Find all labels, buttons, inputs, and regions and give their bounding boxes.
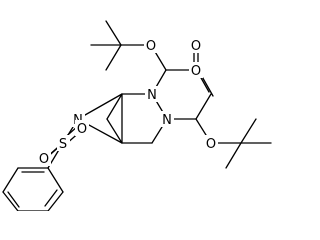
label-background [145, 86, 159, 102]
atom-label: O [146, 39, 156, 54]
atom-label-o-lower-ester: O [204, 135, 218, 152]
bond [2, 167, 19, 193]
bond [47, 167, 64, 193]
bond [7, 191, 20, 208]
atom-label-o-top-ester: O [144, 37, 158, 54]
boc-group-lower [166, 68, 242, 144]
label-background [57, 135, 70, 151]
bond [225, 142, 242, 169]
atom-label-n-lower: N [160, 111, 174, 128]
label-background [160, 111, 174, 127]
bond [77, 93, 123, 120]
label-background [189, 37, 203, 53]
bond [2, 191, 19, 211]
bond [106, 118, 123, 144]
bond [105, 44, 122, 71]
atom-label-s-sulfonyl: S [57, 135, 70, 152]
bond [44, 189, 58, 207]
label-background [75, 120, 89, 136]
bond [240, 118, 257, 144]
atom-label: O [206, 137, 216, 152]
label-background [144, 37, 158, 53]
molecule-structure: O O N N O O N S O O [2, 20, 272, 211]
tert-butyl-group-top [90, 20, 152, 71]
benzene-ring [2, 167, 64, 211]
atom-label: N [162, 113, 172, 128]
atom-label: O [191, 64, 201, 79]
label-background [37, 150, 51, 166]
bond [47, 191, 64, 211]
bond [106, 93, 123, 120]
atom-label-n-upper: N [145, 86, 159, 103]
atom-label: O [39, 152, 49, 167]
atom-label-o-sulfonyl-upper: O [75, 120, 89, 137]
atom-label-o-lower-carbonyl: O [189, 62, 203, 79]
atom-label: O [191, 39, 201, 54]
bond [105, 20, 122, 46]
tert-butyl-group-lower [225, 118, 272, 169]
atom-label: S [59, 137, 67, 152]
atom-label: O [77, 122, 87, 137]
atom-label-o-sulfonyl-lower: O [37, 150, 51, 167]
atom-label: N [147, 88, 157, 103]
bond [195, 93, 212, 120]
structure-diagram: O O N N O O N S O O [2, 20, 272, 211]
label-background [189, 62, 203, 78]
label-background [204, 135, 218, 151]
atom-label-o-top-carbonyl: O [189, 37, 203, 54]
